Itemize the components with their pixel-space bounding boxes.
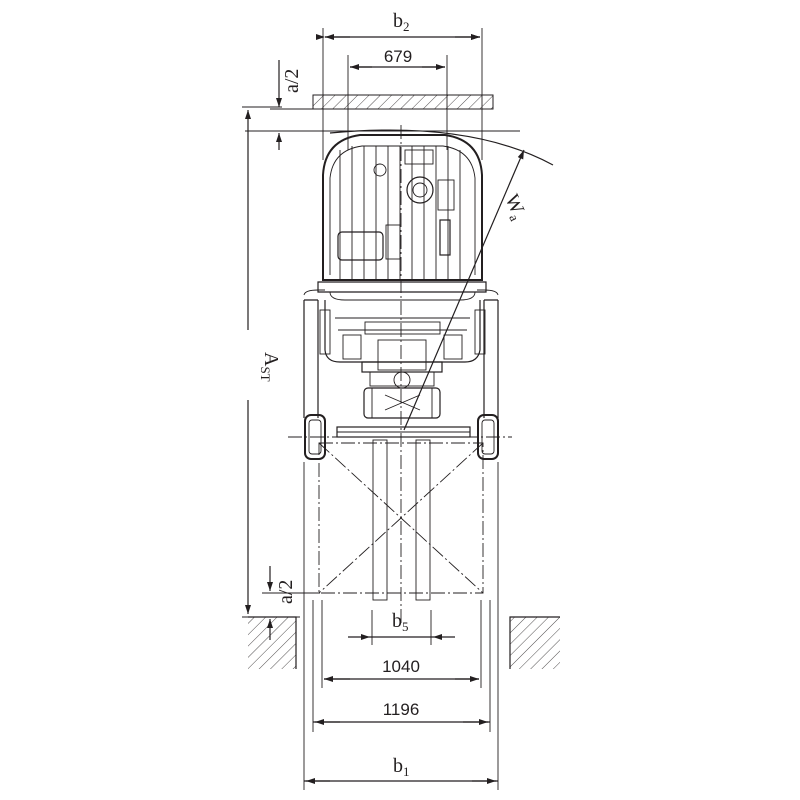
a2-top-label: a/2: [281, 69, 303, 93]
dimension-1196-label: 1196: [383, 700, 420, 719]
top-wall: [312, 94, 494, 110]
bottom-left-wall: [248, 616, 297, 669]
dimension-ast: AST: [242, 106, 300, 618]
dimension-1040: 1040: [321, 600, 482, 688]
dimension-a2-bottom: a/2: [262, 566, 320, 640]
truck-body: [317, 134, 487, 438]
dimension-b2: b2: [316, 10, 483, 160]
right-outrigger: [477, 289, 499, 460]
dimension-679-label: 679: [384, 47, 412, 66]
b2-label: b2: [393, 10, 410, 34]
b5-label: b5: [392, 610, 409, 634]
dimension-a2-top: a/2: [245, 60, 520, 150]
a2-bottom-label: a/2: [275, 580, 297, 604]
dimension-1196: 1196: [312, 600, 491, 732]
bottom-right-wall: [509, 616, 560, 669]
forks: [372, 439, 431, 601]
dimension-1040-label: 1040: [382, 657, 420, 676]
dimension-b5: b5: [348, 610, 455, 645]
wa-label: Wa: [499, 191, 531, 224]
dimension-679: 679: [347, 47, 448, 150]
dimension-b1: b1: [303, 462, 499, 790]
ast-label: AST: [258, 352, 282, 382]
b1-label: b1: [393, 755, 410, 779]
left-outrigger: [303, 289, 326, 460]
